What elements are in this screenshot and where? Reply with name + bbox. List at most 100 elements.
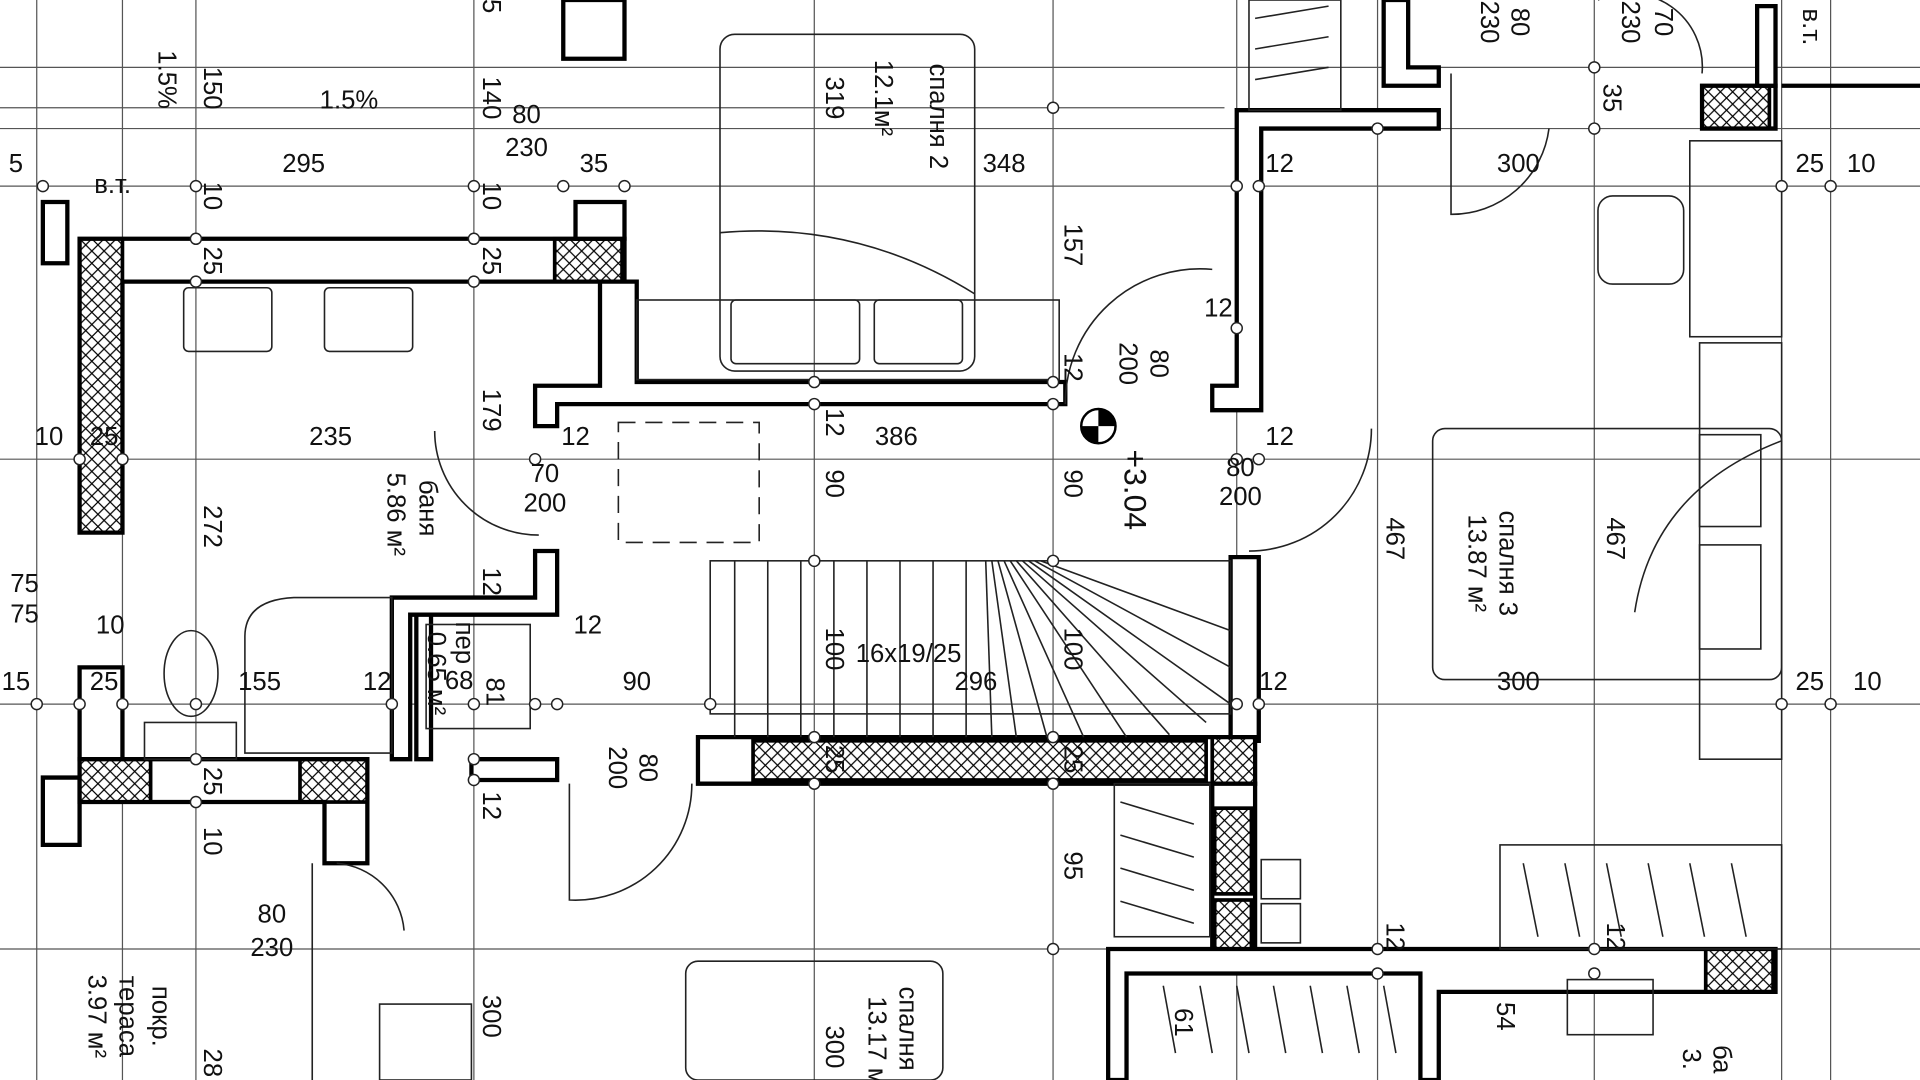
stair-line — [1040, 560, 1231, 632]
stair-line — [1120, 834, 1195, 858]
dimension-label: ба — [1708, 1045, 1736, 1074]
stair-line — [1689, 863, 1706, 937]
dimension-label: 25 — [1059, 745, 1087, 774]
dimension-label: 90 — [820, 469, 848, 498]
stair-line — [1254, 66, 1329, 81]
grid-node — [385, 697, 399, 711]
stair-line — [1235, 985, 1250, 1054]
dimension-label: 12.1м² — [869, 60, 897, 137]
dimension-label: 95 — [1059, 851, 1087, 880]
dimension-label: 12 — [1265, 150, 1294, 178]
grid-node — [73, 697, 86, 711]
dimension-label: 200 — [1219, 483, 1262, 511]
dimension-label: 157 — [1059, 223, 1087, 266]
grid-node — [1371, 942, 1384, 956]
dimension-label: 12 — [1601, 922, 1629, 951]
dimension-label: 28 — [198, 1049, 226, 1078]
dimension-label: 179 — [477, 389, 505, 432]
dimension-label: 12 — [561, 423, 590, 451]
dimension-label: 25 — [1795, 668, 1824, 696]
dimension-label: +3.04 — [1117, 450, 1153, 531]
dimension-label: 61 — [1169, 1008, 1197, 1037]
grid-node — [189, 179, 203, 193]
grid-node — [30, 697, 43, 711]
dimension-label: 80 — [1144, 349, 1172, 378]
stair-line — [1382, 985, 1397, 1054]
grid-node — [1824, 179, 1837, 193]
dimension-label: спалня 3 — [1493, 510, 1521, 616]
grid-node — [1775, 179, 1788, 193]
grid-node — [808, 730, 821, 744]
grid-node — [1588, 942, 1601, 956]
dimension-label: 80 — [1506, 8, 1534, 37]
dimension-label: 35 — [580, 150, 609, 178]
dimension-label: 200 — [1114, 342, 1142, 385]
dimension-label: 54 — [1491, 1002, 1519, 1031]
stair-line — [1120, 900, 1195, 925]
dimension-label: в.т. — [1797, 9, 1825, 46]
dimension-label: 13.87 м² — [1463, 514, 1491, 612]
grid-node — [116, 452, 129, 466]
grid-node — [1230, 697, 1243, 711]
grid-node — [1588, 61, 1601, 74]
dimension-label: 12 — [820, 408, 848, 437]
dimension-label: 200 — [603, 746, 631, 789]
dimension-label: 35 — [1597, 84, 1625, 113]
grid-node — [189, 275, 203, 288]
dimension-label: 70 — [531, 460, 560, 488]
dimension-label: спалня 2 — [924, 64, 952, 170]
grid-node — [189, 752, 203, 766]
grid-nodes — [30, 61, 1837, 980]
stair-line — [984, 560, 993, 738]
grid-node — [703, 697, 717, 711]
dimension-label: 467 — [1601, 517, 1629, 560]
dimension-label: 75 — [10, 570, 39, 598]
dimension-label: 12 — [1259, 668, 1288, 696]
dimension-label: 1.5% — [320, 86, 379, 114]
stair-line — [997, 560, 1048, 738]
stair-line — [1120, 867, 1195, 891]
dimension-label: 81 — [481, 678, 509, 707]
level-marker — [1080, 407, 1117, 445]
grid-node — [467, 232, 481, 246]
dimension-label: 70 — [1649, 8, 1677, 37]
dimension-label: 25 — [90, 423, 119, 451]
wardrobe-lines — [1120, 5, 1747, 1054]
dimension-label: 12 — [1265, 423, 1294, 451]
dimension-label: 150 — [198, 67, 226, 110]
grid-node — [467, 752, 481, 766]
dimension-label: 10 — [96, 612, 125, 640]
dimension-label: 12 — [477, 791, 505, 820]
dimension-label: 10 — [1853, 668, 1882, 696]
dimension-label: 235 — [309, 423, 352, 451]
dimension-label: 12 — [363, 668, 392, 696]
dimension-label: 12 — [1381, 922, 1409, 951]
dimension-label: 100 — [820, 628, 848, 671]
grid-node — [1252, 179, 1266, 193]
grid-node — [36, 179, 50, 193]
grid-node — [1588, 967, 1601, 980]
dimension-label: 200 — [523, 489, 566, 517]
stair-line — [1254, 5, 1329, 20]
grid-node — [1046, 375, 1060, 389]
dimension-label: 25 — [477, 247, 505, 276]
stair-line — [1034, 560, 1231, 669]
grid-node — [1371, 967, 1384, 980]
stair-line — [1199, 985, 1214, 1054]
dimension-label: 10 — [1847, 150, 1876, 178]
grid-node — [1046, 554, 1060, 568]
dimension-label: 3.97 м² — [83, 975, 111, 1059]
dimension-label: 75 — [10, 601, 39, 629]
grid-node — [1588, 122, 1601, 135]
grid-node — [116, 697, 129, 711]
stair-line — [1346, 985, 1360, 1054]
dimension-label: 3. — [1677, 1048, 1705, 1069]
grid-node — [189, 697, 203, 711]
dimension-label: 296 — [954, 668, 997, 696]
stair-line — [1120, 801, 1195, 825]
stair-line — [1522, 863, 1539, 937]
dimension-label: 295 — [282, 150, 325, 178]
dimension-label: 300 — [477, 995, 505, 1038]
